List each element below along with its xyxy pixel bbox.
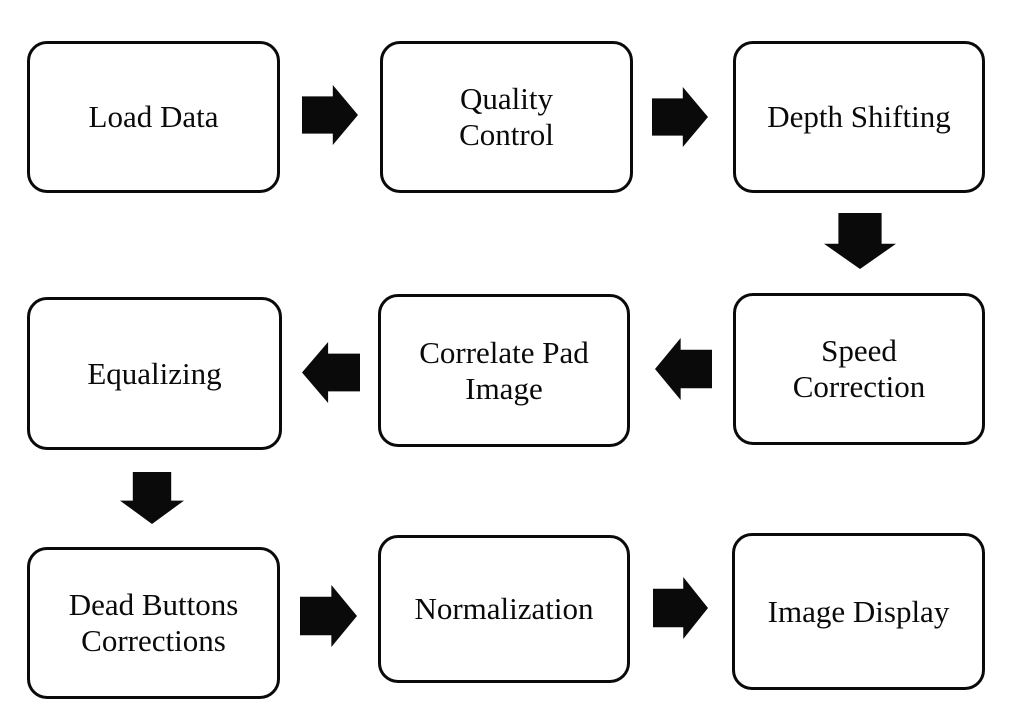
flow-node-load-data: Load Data	[27, 41, 280, 193]
arrow-right-icon	[653, 577, 708, 639]
flow-node-dead-buttons-corrections: Dead Buttons Corrections	[27, 547, 280, 699]
flow-node-quality-control: Quality Control	[380, 41, 633, 193]
arrow-right-icon	[300, 585, 357, 647]
flow-node-normalization: Normalization	[378, 535, 630, 683]
arrow-left-icon	[655, 338, 712, 400]
flow-node-depth-shifting: Depth Shifting	[733, 41, 985, 193]
flow-node-equalizing: Equalizing	[27, 297, 282, 450]
arrow-down-icon	[120, 472, 184, 524]
arrow-right-icon	[652, 87, 708, 147]
arrow-down-icon	[824, 213, 896, 269]
flow-node-correlate-pad-image: Correlate Pad Image	[378, 294, 630, 447]
flow-node-speed-correction: Speed Correction	[733, 293, 985, 445]
arrow-left-icon	[302, 342, 360, 403]
flow-node-image-display: Image Display	[732, 533, 985, 690]
arrow-right-icon	[302, 85, 358, 145]
